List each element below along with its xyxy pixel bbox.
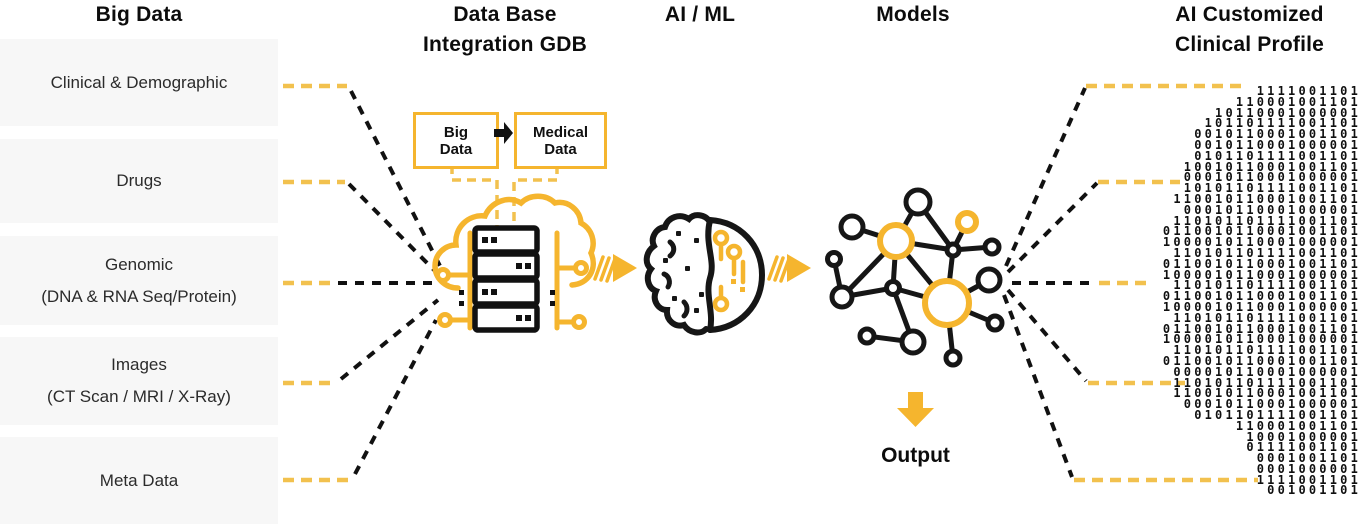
binary-row: 110101101111001101 <box>1173 278 1361 293</box>
binary-row: 0001000001 <box>1256 461 1361 476</box>
list-item-label: Meta Data <box>99 470 179 490</box>
medical-data-box-label2: Data <box>544 140 577 158</box>
list-item-meta: Meta Data <box>0 437 278 524</box>
binary-row: 001001101 <box>1267 483 1361 498</box>
binary-row: 0001001101 <box>1256 451 1361 466</box>
binary-row: 00010110001000001 <box>1183 397 1361 412</box>
binary-row: 1000010110001000001 <box>1162 299 1361 314</box>
medical-data-box: Medical Data <box>514 112 607 169</box>
list-item-drugs: Drugs <box>0 139 278 223</box>
binary-row: 0110010110001001101 <box>1162 289 1361 304</box>
output-label: Output <box>881 444 950 467</box>
binary-row: 110101101111001101 <box>1173 343 1361 358</box>
list-item-label: Drugs <box>116 171 162 190</box>
striped-flow-arrow-icon <box>593 254 637 283</box>
binary-row: 0110010110001001101 <box>1162 224 1361 239</box>
database-title-line2: Integration GDB <box>423 33 587 56</box>
binary-row: 10101101111001101 <box>1183 181 1361 196</box>
ai-ml-title: AI / ML <box>664 3 736 26</box>
striped-flow-arrow-icon <box>767 254 811 283</box>
profile-title-line2: Clinical Profile <box>1174 33 1325 56</box>
left-yellow-stubs <box>283 83 350 483</box>
binary-row: 1000010110001000001 <box>1162 267 1361 282</box>
binary-row: 1000010110001000001 <box>1162 235 1361 250</box>
profile-title: AI Customized Clinical Profile <box>1136 0 1363 60</box>
binary-row: 0010110001001101 <box>1194 127 1361 142</box>
binary-row: 10110001000001 <box>1215 105 1361 120</box>
medical-data-box-label: Medical <box>532 123 589 141</box>
binary-row: 1111001101 <box>1256 472 1361 487</box>
binary-row: 10010110001001101 <box>1183 159 1361 174</box>
binary-row: 0101101111001101 <box>1194 407 1361 422</box>
binary-row: 1111001101 <box>1256 84 1361 98</box>
binary-row: 01111001101 <box>1246 440 1361 455</box>
binary-row: 0010110001000001 <box>1194 137 1361 152</box>
binary-row: 110010110001001101 <box>1173 386 1361 401</box>
binary-row: 110101101111001101 <box>1173 245 1361 260</box>
list-item-label: Clinical & Demographic <box>50 72 228 92</box>
models-title: Models <box>876 3 950 26</box>
output-down-arrow-icon <box>897 392 934 427</box>
profile-title-line1: AI Customized <box>1175 3 1324 26</box>
big-data-box: Big Data <box>413 112 499 169</box>
list-item-sublabel: (DNA & RNA Seq/Protein) <box>41 286 237 306</box>
binary-row: 101101111001101 <box>1204 116 1361 131</box>
binary-row: 000010110001000001 <box>1173 364 1361 379</box>
binary-row: 00010110001000001 <box>1183 202 1361 217</box>
binary-row: 10001000001 <box>1246 429 1361 444</box>
binary-row: 00010110001000001 <box>1183 170 1361 185</box>
database-title-line1: Data Base <box>453 3 557 26</box>
list-item-genomic: Genomic (DNA & RNA Seq/Protein) <box>0 236 278 325</box>
binary-row: 110010110001001101 <box>1173 191 1361 206</box>
brain-circuit-ai-icon <box>643 212 766 336</box>
binary-row: 110101101111001101 <box>1173 213 1361 228</box>
binary-row: 110101101111001101 <box>1173 375 1361 390</box>
binary-row: 0110010110001001101 <box>1162 321 1361 336</box>
big-data-box-label2: Data <box>439 140 473 158</box>
big-data-title: Big Data <box>95 3 183 26</box>
binary-row: 0101101111001101 <box>1194 148 1361 163</box>
binary-row: 0110010110001001101 <box>1162 256 1361 271</box>
list-item-clinical: Clinical & Demographic <box>0 39 278 126</box>
list-item-label: Images <box>111 355 167 374</box>
cloud-server-database-icon <box>432 193 596 333</box>
binary-row: 110101101111001101 <box>1173 310 1361 325</box>
binary-row: 1000010110001000001 <box>1162 332 1361 347</box>
binary-row: 110001001101 <box>1235 418 1361 433</box>
binary-row: 110001001101 <box>1235 94 1361 109</box>
big-data-box-label: Big <box>443 123 469 141</box>
database-title: Data Base Integration GDB <box>390 0 620 60</box>
black-flow-arrow-icon <box>494 122 513 144</box>
binary-row: 0110010110001001101 <box>1162 353 1361 368</box>
list-item-label: Genomic <box>104 254 174 274</box>
list-item-sublabel: (CT Scan / MRI / X-Ray) <box>47 387 231 406</box>
list-item-images: Images (CT Scan / MRI / X-Ray) <box>0 337 278 425</box>
network-graph-model-icon <box>825 187 1005 368</box>
